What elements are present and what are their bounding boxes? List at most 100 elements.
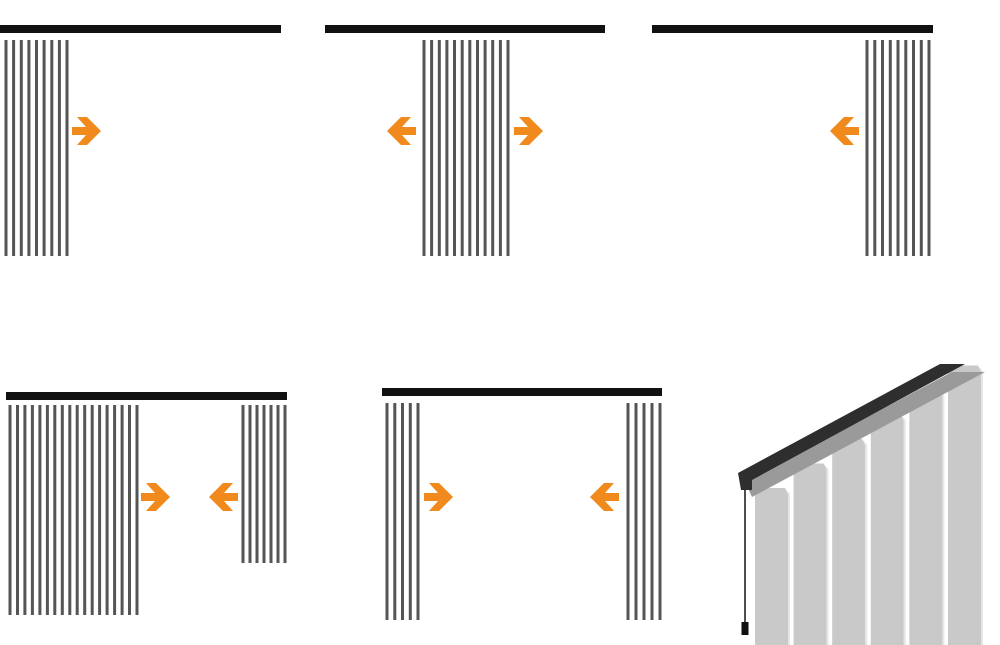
slat [68, 405, 72, 615]
slat [19, 40, 23, 256]
arrow-left-icon [387, 117, 416, 145]
slat [927, 40, 931, 256]
slat [865, 40, 869, 256]
slat [113, 405, 117, 615]
blind-panel-left-stack-opening-right [0, 25, 281, 256]
slat [506, 40, 510, 256]
slat [626, 403, 630, 620]
slat [416, 403, 420, 620]
slat [642, 403, 646, 620]
slat [120, 405, 124, 615]
slat [422, 40, 426, 256]
blind-panel-center-stack-opening-both [325, 25, 605, 256]
slat [128, 405, 131, 615]
slat [27, 40, 31, 256]
slat [23, 405, 27, 615]
headrail [6, 392, 287, 400]
slat [912, 40, 915, 256]
slat [888, 40, 892, 256]
slat [90, 405, 94, 615]
slat [57, 40, 61, 256]
slat [634, 403, 638, 620]
slat [896, 40, 900, 256]
slat [401, 403, 404, 620]
slat [255, 405, 259, 563]
slat [50, 40, 54, 256]
slat [105, 405, 109, 615]
arrow-right-icon [141, 483, 170, 511]
slat [881, 40, 884, 256]
vane [909, 390, 943, 645]
headrail [652, 25, 933, 33]
perspective-blind-illustration [738, 364, 985, 645]
slat [408, 403, 412, 620]
slat-stack [422, 40, 510, 256]
slat [42, 40, 46, 256]
slat [460, 40, 464, 256]
slat-stack [865, 40, 931, 256]
blind-panel-split-stack-closing-center [382, 388, 662, 620]
slat [498, 40, 502, 256]
slat [12, 40, 16, 256]
slat [75, 405, 79, 615]
slat [262, 405, 266, 563]
slat [276, 405, 280, 563]
headrail-underside [745, 372, 985, 497]
slat [468, 40, 472, 256]
slat [491, 40, 495, 256]
headrail [325, 25, 605, 33]
slat [35, 40, 38, 256]
slat-stack [385, 403, 420, 620]
slat [241, 405, 245, 563]
slat-stack [4, 40, 69, 256]
slat [83, 405, 87, 615]
slat [30, 405, 34, 615]
slat [98, 405, 102, 615]
slat [430, 40, 434, 256]
slat [385, 403, 389, 620]
slat [283, 405, 287, 563]
headrail [0, 25, 281, 33]
vane [832, 439, 866, 645]
arrow-left-icon [830, 117, 859, 145]
slat [4, 40, 8, 256]
slat [904, 40, 908, 256]
vane-edge [978, 365, 983, 645]
vane-edge [823, 463, 829, 645]
vane [948, 365, 981, 645]
slat-stack [626, 403, 662, 620]
vane [793, 463, 827, 645]
slat [453, 40, 456, 256]
slat [873, 40, 877, 256]
vane-edge [939, 390, 945, 645]
slat [269, 405, 273, 563]
blind-panel-right-stack-opening-left [652, 25, 933, 256]
slat [38, 405, 42, 615]
arrow-right-icon [424, 483, 453, 511]
slat [45, 405, 49, 615]
slat [8, 405, 12, 615]
blind-panel-uneven-split-closing-center [6, 392, 287, 615]
headrail [382, 388, 662, 396]
slat [60, 405, 64, 615]
slat [445, 40, 449, 256]
slat [53, 405, 57, 615]
slat [650, 403, 654, 620]
cord-weight [741, 622, 749, 635]
vane [870, 414, 904, 645]
vane-edge [862, 439, 868, 645]
slat [437, 40, 441, 256]
arrow-right-icon [514, 117, 543, 145]
slat [658, 403, 662, 620]
slat [16, 405, 19, 615]
slat-stack [8, 405, 139, 615]
vane-edge [785, 488, 790, 645]
arrow-left-icon [209, 483, 238, 511]
arrow-left-icon [590, 483, 619, 511]
slat [919, 40, 923, 256]
slat [65, 40, 69, 256]
arrow-right-icon [72, 117, 101, 145]
slat [393, 403, 397, 620]
slat-stack [241, 405, 287, 563]
